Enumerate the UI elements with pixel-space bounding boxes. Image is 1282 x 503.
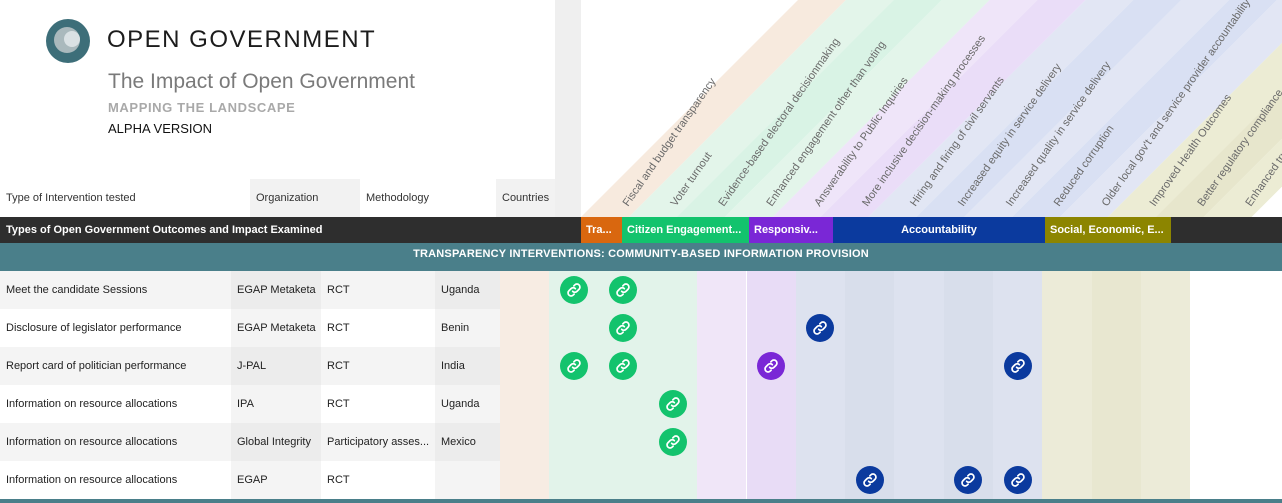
outcome-header-band: [628, 0, 894, 217]
outcome-header-band: [676, 0, 942, 217]
cell-country: Mexico: [435, 423, 500, 461]
link-icon[interactable]: [559, 276, 588, 304]
cell-organization: EGAP: [231, 461, 321, 499]
cell-organization: EGAP Metaketa: [231, 271, 321, 309]
outcome-header-band: [916, 0, 1182, 217]
cell-organization: EGAP Metaketa: [231, 309, 321, 347]
outcome-column-stripe: [549, 271, 599, 503]
cell-intervention: Report card of politician performance: [0, 347, 231, 385]
outcome-header-band: [1203, 138, 1282, 217]
table-bottom-border: [0, 499, 1282, 503]
link-icon[interactable]: [1003, 352, 1032, 380]
cell-intervention: Disclosure of legislator performance: [0, 309, 231, 347]
outcome-column-stripe: [697, 271, 747, 503]
outcome-header-band: [772, 0, 1038, 217]
header-panel: [0, 0, 555, 179]
category-transparency[interactable]: Tra...: [581, 217, 622, 243]
column-header-intervention[interactable]: Type of Intervention tested: [0, 179, 250, 217]
cell-country: Benin: [435, 309, 500, 347]
open-government-logo-icon: [46, 19, 90, 63]
cell-methodology: RCT: [321, 309, 435, 347]
link-icon[interactable]: [609, 352, 638, 380]
category-bar-label: Types of Open Government Outcomes and Im…: [6, 224, 323, 236]
outcome-header-band: [820, 0, 1086, 217]
column-header-organization[interactable]: Organization: [250, 179, 360, 217]
link-icon[interactable]: [757, 352, 786, 380]
link-icon[interactable]: [609, 314, 638, 342]
link-icon[interactable]: [658, 390, 687, 418]
outcome-header-band: [1155, 90, 1282, 217]
cell-intervention: Information on resource allocations: [0, 461, 231, 499]
outcome-column-stripe: [845, 271, 895, 503]
cell-methodology: RCT: [321, 461, 435, 499]
cell-methodology: RCT: [321, 347, 435, 385]
cell-methodology: RCT: [321, 385, 435, 423]
outcome-header-band: [964, 0, 1230, 217]
section-header: TRANSPARENCY INTERVENTIONS: COMMUNITY-BA…: [0, 243, 1282, 271]
outcome-column-stripe: [894, 271, 944, 503]
outcome-column-stripe: [500, 271, 550, 503]
outcome-column-stripe: [795, 271, 846, 503]
link-icon[interactable]: [806, 314, 835, 342]
cell-country: Uganda: [435, 385, 500, 423]
cell-country: India: [435, 347, 500, 385]
column-header-countries[interactable]: Countries: [496, 179, 555, 217]
link-icon[interactable]: [559, 352, 588, 380]
outcome-header-band: [724, 0, 990, 217]
cell-organization: IPA: [231, 385, 321, 423]
cell-methodology: RCT: [321, 271, 435, 309]
link-icon[interactable]: [609, 276, 638, 304]
outcome-header-band: [1060, 0, 1282, 217]
version-label: ALPHA VERSION: [108, 121, 213, 136]
cell-intervention: Information on resource allocations: [0, 385, 231, 423]
category-citizen-engagement[interactable]: Citizen Engagement...: [622, 217, 749, 243]
link-icon[interactable]: [954, 466, 983, 494]
link-icon[interactable]: [1003, 466, 1032, 494]
category-responsiveness[interactable]: Responsiv...: [749, 217, 833, 243]
header-gutter: [555, 0, 581, 217]
link-icon[interactable]: [658, 428, 687, 456]
link-icon[interactable]: [855, 466, 884, 494]
outcome-header-band: [868, 0, 1134, 217]
outcome-column-stripe: [598, 271, 648, 503]
outcome-column-stripe: [647, 271, 698, 503]
page-subtitle: MAPPING THE LANDSCAPE: [108, 100, 296, 115]
cell-organization: Global Integrity: [231, 423, 321, 461]
cell-intervention: Meet the candidate Sessions: [0, 271, 231, 309]
page-title: The Impact of Open Government: [108, 70, 415, 93]
cell-country: [435, 461, 500, 499]
cell-methodology: Participatory asses...: [321, 423, 435, 461]
brand-name: OPEN GOVERNMENT: [107, 26, 377, 53]
category-accountability[interactable]: Accountability: [833, 217, 1045, 243]
cell-country: Uganda: [435, 271, 500, 309]
outcome-header-band: [1107, 42, 1282, 217]
column-header-methodology[interactable]: Methodology: [360, 179, 496, 217]
outcome-column-stripe: [1042, 271, 1092, 503]
outcome-header-band: [1012, 0, 1277, 217]
outcome-column-stripe: [746, 271, 796, 503]
outcome-column-stripe: [1140, 271, 1191, 503]
cell-intervention: Information on resource allocations: [0, 423, 231, 461]
category-social-economic[interactable]: Social, Economic, E...: [1045, 217, 1171, 243]
outcome-column-stripe: [993, 271, 1043, 503]
outcome-column-stripe: [943, 271, 993, 503]
outcome-column-stripe: [1091, 271, 1141, 503]
outcome-header-band: [581, 0, 846, 217]
cell-organization: J-PAL: [231, 347, 321, 385]
